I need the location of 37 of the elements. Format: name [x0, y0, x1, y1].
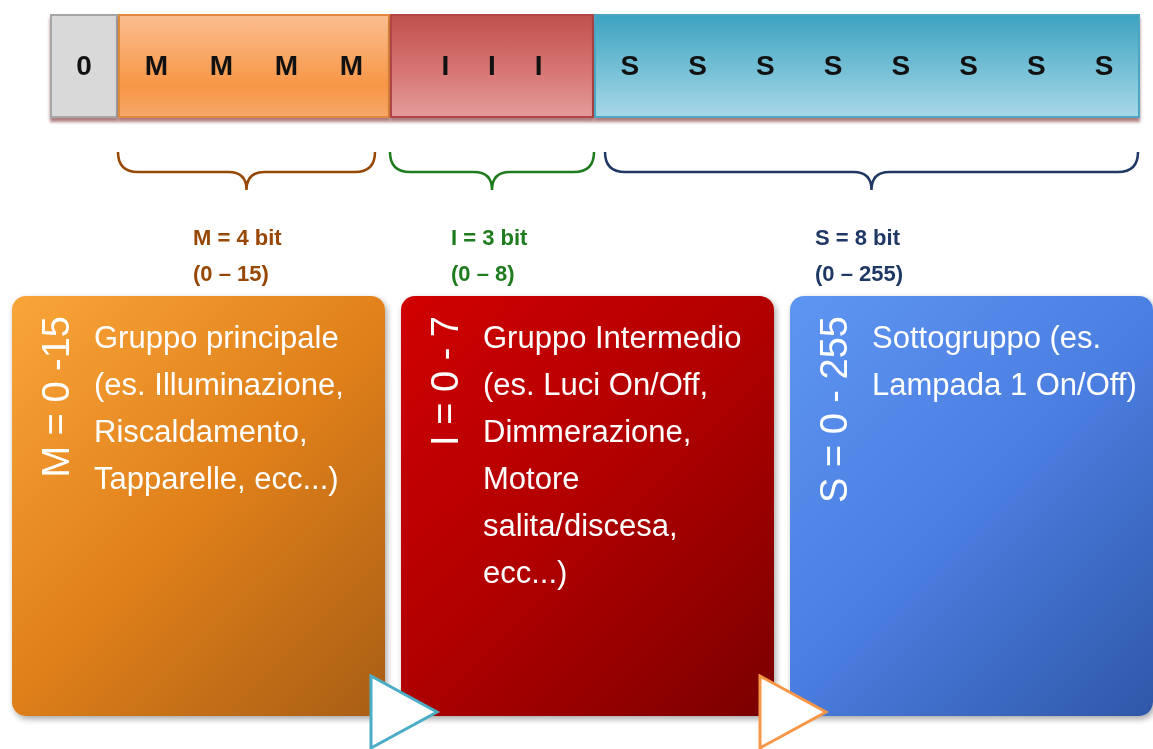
bit-size-label: I = 3 bit	[451, 225, 528, 251]
arrow	[758, 674, 828, 749]
group-card	[401, 296, 774, 716]
arrow	[369, 674, 439, 749]
bit-size-label: M = 4 bit	[193, 225, 282, 251]
bit-letter: M	[339, 50, 364, 82]
bit-size-label: (0 – 15)	[193, 261, 269, 287]
bit-letter: I	[534, 50, 543, 82]
bit-letter: 0	[76, 50, 92, 82]
range-label: M = 0 -15	[34, 316, 78, 478]
bit-letter: S	[1027, 50, 1046, 82]
bit-letter: S	[620, 50, 640, 82]
bit-field-segment	[118, 14, 390, 118]
bit-letter: M	[209, 50, 234, 82]
bit-letter: S	[1094, 50, 1114, 82]
bit-field-segment	[390, 14, 594, 118]
range-label: S = 0 - 255	[812, 316, 856, 503]
bit-size-label: (0 – 255)	[815, 261, 904, 287]
bit-letter: S	[688, 50, 707, 82]
group-card	[790, 296, 1153, 716]
bit-letter: I	[441, 50, 450, 82]
group-card	[12, 296, 385, 716]
bit-size-label: (0 – 8)	[451, 261, 515, 287]
bit-letter: S	[959, 50, 978, 82]
bit-field-segment	[50, 14, 118, 118]
bit-letter: S	[756, 50, 775, 82]
bit-letter: S	[891, 50, 911, 82]
bit-letter: M	[274, 50, 299, 82]
group-description: Gruppo Intermedio (es. Luci On/Off, Dimmerazione, Motore salita/discesa, ecc...)	[483, 319, 743, 592]
group-description: Gruppo principale (es. Illuminazione, Riscaldamento, Tapparelle, ecc...)	[94, 319, 345, 498]
bit-field-segment	[594, 14, 1140, 118]
group-description: Sottogruppo (es. Lampada 1 On/Off)	[872, 319, 1138, 404]
bit-size-label: S = 8 bit	[815, 225, 900, 251]
bit-letter: I	[488, 50, 496, 82]
bit-letter: M	[144, 50, 169, 82]
bit-letter: S	[823, 50, 843, 82]
range-label: I = 0 - 7	[423, 316, 467, 446]
